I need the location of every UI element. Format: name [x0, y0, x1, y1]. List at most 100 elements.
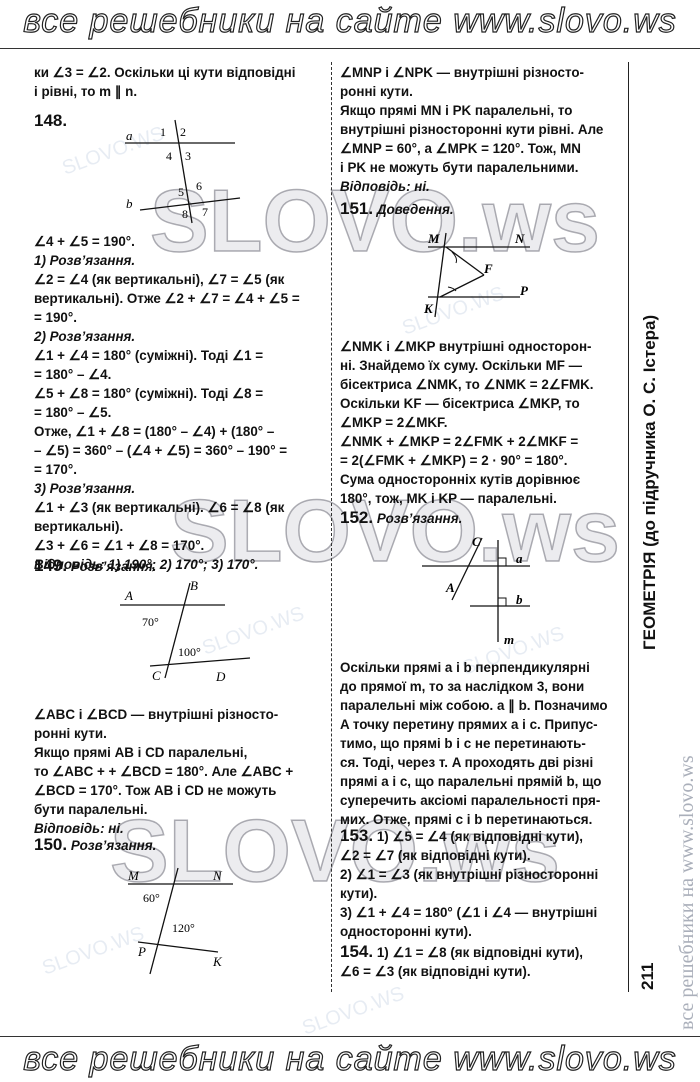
problem-149-heading: 149. Розв’язання. [34, 556, 156, 576]
problem-number: 154. [340, 942, 374, 961]
text-line: ∠5 + ∠8 = 180° (суміжні). Тоді ∠8 = [34, 386, 264, 401]
text-line: ∠ABC і ∠BCD — внутрішні різносто- [34, 707, 279, 722]
label-A: A [124, 588, 133, 603]
angle-label: 6 [196, 179, 202, 193]
angle-70: 70° [142, 615, 159, 629]
text-line: = 2(∠FMK + ∠MKP) = 2 · 90° = 180°. [340, 453, 568, 468]
angle-60: 60° [143, 891, 160, 905]
angle-120: 120° [172, 921, 195, 935]
text-line: Отже, ∠1 + ∠8 = (180° – ∠4) + (180° – [34, 424, 275, 439]
text-line: односторонні кути). [340, 924, 472, 939]
angle-100: 100° [178, 645, 201, 659]
text-line: 180°, тож, MK і KP — паралельні. [340, 491, 557, 506]
text-line: 2) ∠1 = ∠3 (як внутрішні різносторонні [340, 867, 599, 882]
text-line: бути паралельні. [34, 802, 148, 817]
text-line: 1) ∠5 = ∠4 (як відповідні кути), [376, 829, 584, 844]
text-line: ки ∠3 = ∠2. Оскільки ці кути відповідні [34, 65, 296, 80]
text-line: ∠1 + ∠4 = 180° (суміжні). Тоді ∠1 = [34, 348, 264, 363]
angle-label: 2 [180, 125, 186, 139]
answer-line: Відповідь: ні. [340, 179, 430, 194]
text-line: – ∠5) = 360° – (∠4 + ∠5) = 360° – 190° = [34, 443, 288, 458]
label-b: b [516, 592, 523, 607]
label-a: a [516, 551, 523, 566]
problem-150-heading: 150. Розв’язання. [34, 835, 156, 855]
text-line: внутрішні різносторонні кути рівні. Але [340, 122, 604, 137]
text-line: ся. Тоді, через т. A проходять дві різні [340, 755, 594, 770]
site-banner-bottom: все решебники на сайте www.slovo.ws [23, 1039, 677, 1078]
solution-label: Розв’язання. [376, 511, 463, 526]
side-title: ГЕОМЕТРІЯ (до підручника О. С. Істера) [640, 314, 659, 650]
problem-number: 152. [340, 508, 374, 527]
problem-154: 154. 1) ∠1 = ∠8 (як відповідні кути), ∠6… [340, 942, 625, 981]
problem-number: 150. [34, 835, 68, 854]
diagram-150: M N 60° 120° P K [127, 867, 233, 975]
diagram-151: M N F K P [423, 231, 530, 318]
text-line: A точку перетину прямих a і c. Припус- [340, 717, 598, 732]
left-column-148-solution: ∠4 + ∠5 = 190°. 1) Розв’язання. ∠2 = ∠4 … [34, 232, 324, 574]
text-line: Оскільки KF — бісектриса ∠MKP, то [340, 396, 580, 411]
text-line: ні. Знайдемо їх суму. Оскільки MF — [340, 358, 583, 373]
text-line: прямі a і c, що паралельні прямій b, що [340, 774, 602, 789]
page-number: 211 [638, 962, 657, 990]
left-column-149-solution: ∠ABC і ∠BCD — внутрішні різносто- ронні … [34, 705, 324, 838]
right-column-150-solution: ∠MNP і ∠NPK — внутрішні різносто- ронні … [340, 63, 625, 196]
text-line: Оскільки прямі a і b перпендикулярні [340, 660, 590, 675]
problem-151-heading: 151. Доведення. [340, 199, 454, 219]
diagram-148: a b 1 2 4 3 5 6 8 7 [125, 119, 241, 224]
text-line: бісектриса ∠NMK, то ∠NMK = 2∠FMK. [340, 377, 594, 392]
text-line: паралельні між собою. a ∥ b. Позначимо [340, 698, 608, 713]
angle-label: 7 [202, 205, 208, 219]
label-M: M [427, 231, 440, 246]
solution-label: Розв’язання. [70, 559, 157, 574]
text-line: ∠6 = ∠3 (як відповідні кути). [340, 964, 531, 979]
solution-label: Розв’язання. [70, 838, 157, 853]
problem-152-heading: 152. Розв’язання. [340, 508, 462, 528]
angle-label: 1 [160, 125, 166, 139]
text-line: і рівні, то m ∥ n. [34, 84, 138, 99]
text-line: = 170°. [34, 462, 77, 477]
text-line: Якщо прямі AB і CD паралельні, [34, 745, 248, 760]
answer-line: Відповідь: 1) 190°; 2) 170°; 3) 170°. [34, 557, 259, 572]
proof-label: Доведення. [376, 202, 454, 217]
text-line: ∠3 + ∠6 = ∠1 + ∠8 = 170°. [34, 538, 205, 553]
text-line: = 180° – ∠5. [34, 405, 112, 420]
label-C: C [152, 668, 161, 683]
label-b: b [126, 196, 133, 211]
problem-number: 153. [340, 826, 374, 845]
right-column-152-solution: Оскільки прямі a і b перпендикулярні до … [340, 658, 625, 829]
text-line: тимо, що прямі b і c не перетинають- [340, 736, 586, 751]
angle-label: 3 [185, 149, 191, 163]
diagram-152: C A a b m [422, 534, 530, 647]
text-line: ∠4 + ∠5 = 190°. [34, 234, 135, 249]
text-line: до прямої m, то за наслідком 3, вони [340, 679, 585, 694]
text-line: 1) ∠1 = ∠8 (як відповідні кути), [376, 945, 584, 960]
bottom-rule [0, 1036, 700, 1037]
angle-label: 8 [182, 207, 188, 221]
problem-number: 151. [340, 199, 374, 218]
text-line: суперечить аксіомі паралельності пря- [340, 793, 601, 808]
text-line: вертикальні). [34, 519, 124, 534]
site-banner-top: все решебники на сайте www.slovo.ws [23, 1, 677, 40]
text-line: ∠BCD = 170°. Тож AB і CD не можуть [34, 783, 277, 798]
text-line: Якщо прямі MN і PK паралельні, то [340, 103, 573, 118]
label-P: P [520, 283, 529, 298]
text-line: мих. Отже, прямі c і b перетинаються. [340, 812, 593, 827]
label-M: M [127, 868, 140, 883]
text-line: ∠NMK + ∠MKP = 2∠FMK + 2∠MKF = [340, 434, 579, 449]
text-line: 1) Розв’язання. [34, 253, 136, 268]
text-line: ∠1 + ∠3 (як вертикальні). ∠6 = ∠8 (як [34, 500, 285, 515]
text-line: = 190°. [34, 310, 77, 325]
diagram-149: A B 70° 100° C D [120, 578, 251, 683]
problem-number: 149. [34, 556, 68, 575]
left-column: ки ∠3 = ∠2. Оскільки ці кути відповідні … [34, 63, 324, 101]
label-K: K [212, 954, 223, 969]
watermark-small: SLOVO.WS [299, 982, 408, 1040]
side-watermark: все решебники на www.slovo.ws [676, 755, 698, 1030]
text-line: ронні кути. [340, 84, 413, 99]
text-line: ∠MKP = 2∠MKF. [340, 415, 448, 430]
text-line: ∠MNP = 60°, а ∠MPK = 120°. Тож, MN [340, 141, 581, 156]
label-m: m [504, 632, 514, 647]
text-line: вертикальні). Отже ∠2 + ∠7 = ∠4 + ∠5 = [34, 291, 300, 306]
angle-label: 5 [178, 185, 184, 199]
sidebar-rule [628, 62, 629, 992]
